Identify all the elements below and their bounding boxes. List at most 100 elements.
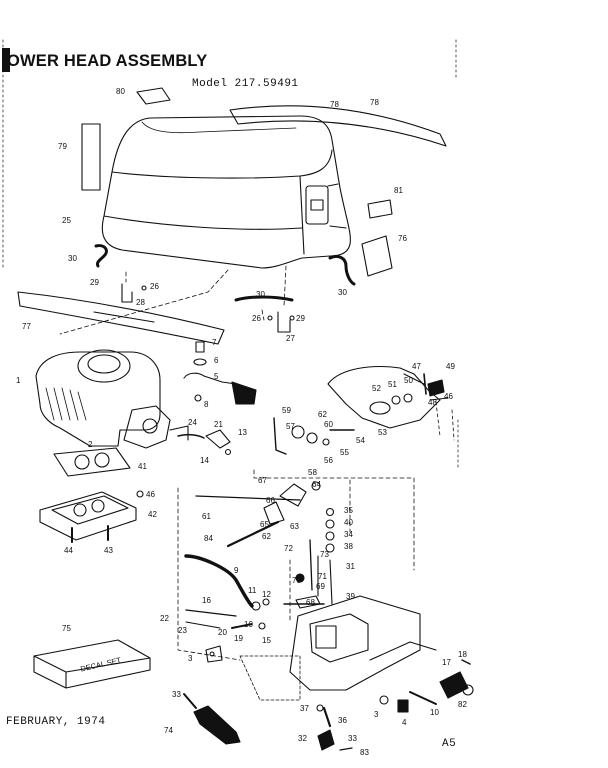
callout-part-79: 79 [58, 142, 67, 151]
callout-part-48: 48 [428, 398, 437, 407]
side-strip-part-78 [229, 105, 447, 147]
callout-part-28: 28 [136, 298, 145, 307]
callout-part-65: 65 [260, 520, 269, 529]
clip-part-18 [461, 659, 471, 665]
callout-part-58: 58 [308, 468, 317, 477]
callout-part-6: 6 [214, 356, 219, 365]
callout-part-20: 20 [218, 628, 227, 637]
callout-part-64: 64 [312, 480, 321, 489]
spring-part-38 [325, 543, 335, 553]
bolt-part-11 [251, 601, 261, 611]
manifold-assembly-part-52 [327, 366, 441, 429]
callout-part-14: 14 [200, 456, 209, 465]
decal-part-76 [361, 235, 393, 277]
callout-part-3: 3 [188, 654, 193, 663]
spring-part-55 [322, 438, 330, 446]
callout-part-22: 22 [160, 614, 169, 623]
callout-part-30: 30 [68, 254, 77, 263]
seal-part-30-right [328, 254, 356, 286]
bracket-part-28 [121, 283, 133, 303]
callout-part-76: 76 [398, 234, 407, 243]
page-title: OWER HEAD ASSEMBLY [7, 52, 208, 70]
nut-part-64 [311, 481, 321, 491]
leader-lines-lower [177, 469, 415, 661]
callout-part-17: 17 [442, 658, 451, 667]
washer-part-50 [403, 393, 413, 403]
callout-part-80: 80 [116, 87, 125, 96]
nut-part-12 [262, 598, 270, 606]
callout-part-74: 74 [164, 726, 173, 735]
washer-part-34 [325, 531, 335, 541]
callout-part-29: 29 [296, 314, 305, 323]
callout-part-77: 77 [22, 322, 31, 331]
choke-rod-part-59 [273, 417, 287, 455]
callout-part-59: 59 [282, 406, 291, 415]
rod-part-22-23 [185, 621, 221, 629]
callout-part-7: 7 [212, 338, 217, 347]
callout-part-39: 39 [346, 592, 355, 601]
callout-part-15: 15 [262, 636, 271, 645]
linkage-rod-part-61 [195, 495, 301, 501]
callout-part-70: 70 [292, 576, 301, 585]
lever-part-32 [317, 729, 335, 751]
callout-part-81: 81 [394, 186, 403, 195]
model-number: Model 217.59491 [192, 78, 299, 90]
callout-part-60: 60 [324, 420, 333, 429]
date-label: FEBRUARY, 1974 [6, 716, 106, 728]
callout-part-3: 3 [374, 710, 379, 719]
callout-part-19: 19 [234, 634, 243, 643]
spring-part-20 [231, 623, 253, 629]
fitting-part-17 [439, 671, 469, 699]
callout-part-41: 41 [138, 462, 147, 471]
decal-part-79 [81, 123, 101, 191]
callout-part-23: 23 [178, 626, 187, 635]
shaft-part-84 [226, 520, 280, 548]
callout-part-16: 16 [202, 596, 211, 605]
callout-part-50: 50 [404, 376, 413, 385]
callout-part-8: 8 [204, 400, 209, 409]
side-strip-part-77 [17, 291, 225, 345]
callout-part-78: 78 [330, 100, 339, 109]
spring-part-36 [322, 706, 332, 728]
callout-part-11: 11 [248, 586, 257, 595]
callout-part-5: 5 [214, 372, 219, 381]
callout-part-40: 40 [344, 518, 353, 527]
plug-part-49 [427, 379, 445, 397]
washer-part-3-lower [379, 695, 389, 705]
hose-part-10 [409, 691, 437, 705]
reed-plate-part-42 [39, 491, 137, 541]
callout-part-84: 84 [204, 534, 213, 543]
callout-part-67: 67 [258, 476, 267, 485]
scan-edge-marks [2, 39, 459, 471]
callout-part-71: 71 [318, 572, 327, 581]
callout-part-53: 53 [378, 428, 387, 437]
callout-part-63: 63 [290, 522, 299, 531]
engine-cover-part-25 [101, 115, 351, 269]
callout-part-57: 57 [286, 422, 295, 431]
callout-part-69: 69 [316, 582, 325, 591]
callout-part-4: 4 [402, 718, 407, 727]
grommet-part-82 [462, 684, 474, 696]
screw-part-8 [194, 394, 202, 402]
callout-part-30: 30 [256, 290, 265, 299]
nut-part-15 [258, 622, 266, 630]
callout-part-38: 38 [344, 542, 353, 551]
callout-part-46: 46 [444, 392, 453, 401]
nut-part-37 [316, 704, 324, 712]
callout-part-83: 83 [360, 748, 369, 757]
callout-part-62: 62 [318, 410, 327, 419]
callout-part-26: 26 [150, 282, 159, 291]
washer-part-40 [325, 519, 335, 529]
rope-handle-part [231, 381, 257, 405]
callout-part-10: 10 [430, 708, 439, 717]
callout-part-34: 34 [344, 530, 353, 539]
callout-part-52: 52 [372, 384, 381, 393]
seal-part-30-left [94, 244, 108, 268]
callout-part-68: 68 [306, 598, 315, 607]
callout-part-37: 37 [300, 704, 309, 713]
callout-part-43: 43 [104, 546, 113, 555]
bracket-part-3 [205, 645, 223, 663]
callout-part-62: 62 [262, 532, 271, 541]
callout-part-42: 42 [148, 510, 157, 519]
